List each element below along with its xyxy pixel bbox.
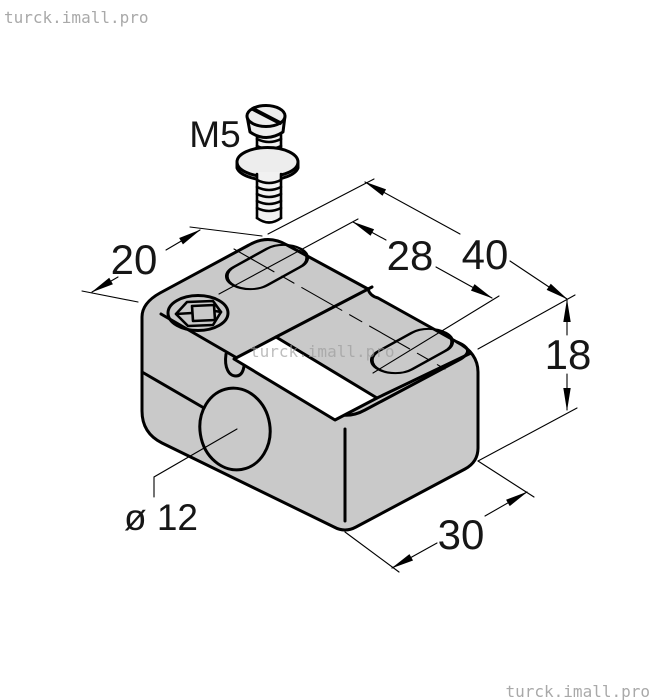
dimension-bore: ø 12 bbox=[124, 428, 238, 538]
step-edge-lower bbox=[375, 351, 473, 400]
screw-thread-label: M5 bbox=[189, 114, 240, 155]
dimension-40: 40 bbox=[267, 178, 576, 350]
hex-socket bbox=[166, 294, 230, 332]
dimension-20: 20 bbox=[81, 226, 263, 303]
clamp-slit bbox=[140, 370, 206, 410]
m5-screw-figure bbox=[235, 104, 300, 224]
watermark-center: turck.imall.pro bbox=[250, 342, 395, 361]
dim-40-value: 40 bbox=[462, 231, 509, 278]
clamp-body bbox=[140, 218, 500, 532]
label-plate bbox=[232, 335, 379, 422]
dim-20-value: 20 bbox=[111, 236, 158, 283]
dimension-30: 30 bbox=[344, 460, 535, 573]
slot1-centerline bbox=[218, 218, 359, 295]
slot2-centerline bbox=[372, 295, 500, 374]
screw-tip bbox=[255, 216, 283, 224]
slots-common-centerline bbox=[233, 248, 446, 370]
watermark-bottom-right: turck.imall.pro bbox=[506, 682, 651, 700]
dim-30-value: 30 bbox=[438, 511, 485, 558]
dimension-18: 18 bbox=[477, 299, 592, 462]
dimension-28: 28 bbox=[352, 221, 493, 299]
bore-leader-line bbox=[153, 428, 238, 498]
dim-18-value: 18 bbox=[545, 331, 592, 378]
dim-bore-value: ø 12 bbox=[124, 497, 198, 538]
dimensions: 20 28 40 18 30 bbox=[81, 178, 592, 573]
clamp-bore-hole bbox=[198, 386, 272, 472]
dim-28-value: 28 bbox=[387, 232, 434, 279]
watermark-top-left: turck.imall.pro bbox=[4, 8, 149, 27]
step-edge-upper bbox=[274, 285, 374, 339]
screw-slot-icon bbox=[251, 107, 282, 125]
